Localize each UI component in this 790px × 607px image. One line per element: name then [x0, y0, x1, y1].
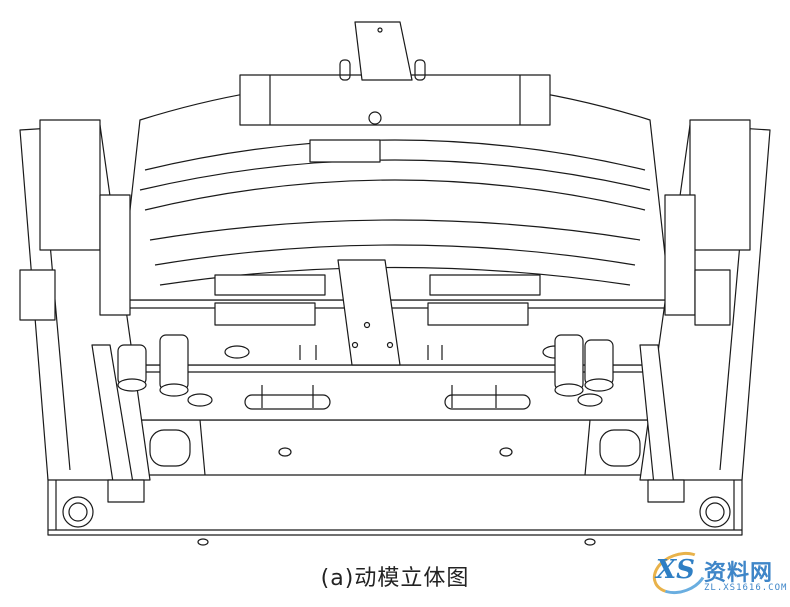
cooling-plates: [19, 194, 731, 326]
watermark-title: 资料网: [704, 561, 774, 586]
base-plate: [47, 469, 743, 546]
guide-cylinders: [117, 334, 614, 397]
lower-block: [129, 419, 661, 476]
figure-caption: (a)动模立体图: [320, 566, 470, 591]
cavity-insert: [119, 74, 671, 301]
center-slide: [337, 259, 401, 366]
watermark: XS 资料网 ZL.XS1616.COM: [646, 544, 788, 603]
angle-pins: [91, 344, 685, 503]
watermark-logo: XS: [656, 555, 695, 585]
mold-drawing: [19, 21, 771, 546]
watermark-url: ZL.XS1616.COM: [704, 583, 788, 593]
top-lifter: [339, 21, 426, 81]
